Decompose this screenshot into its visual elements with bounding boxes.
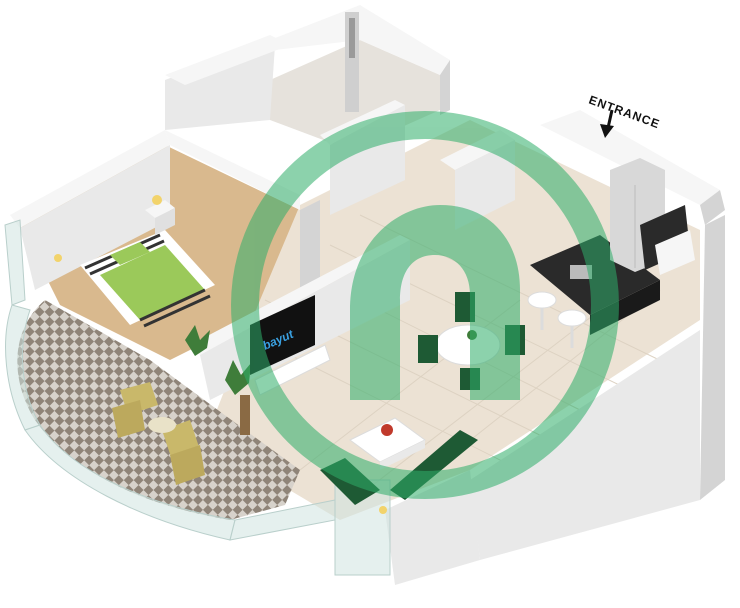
entrance-lamp [379, 506, 387, 514]
bar-stools [527, 291, 587, 348]
nightstand [145, 195, 175, 235]
watermark-logo-icon [231, 111, 619, 499]
bed [80, 230, 215, 328]
coffee-table [349, 417, 426, 470]
balcony-chairs [112, 382, 205, 485]
balcony-plants [185, 325, 251, 435]
balcony-floor [17, 300, 301, 520]
wall-lamp [54, 254, 62, 262]
entrance-arrow-icon [600, 109, 614, 138]
